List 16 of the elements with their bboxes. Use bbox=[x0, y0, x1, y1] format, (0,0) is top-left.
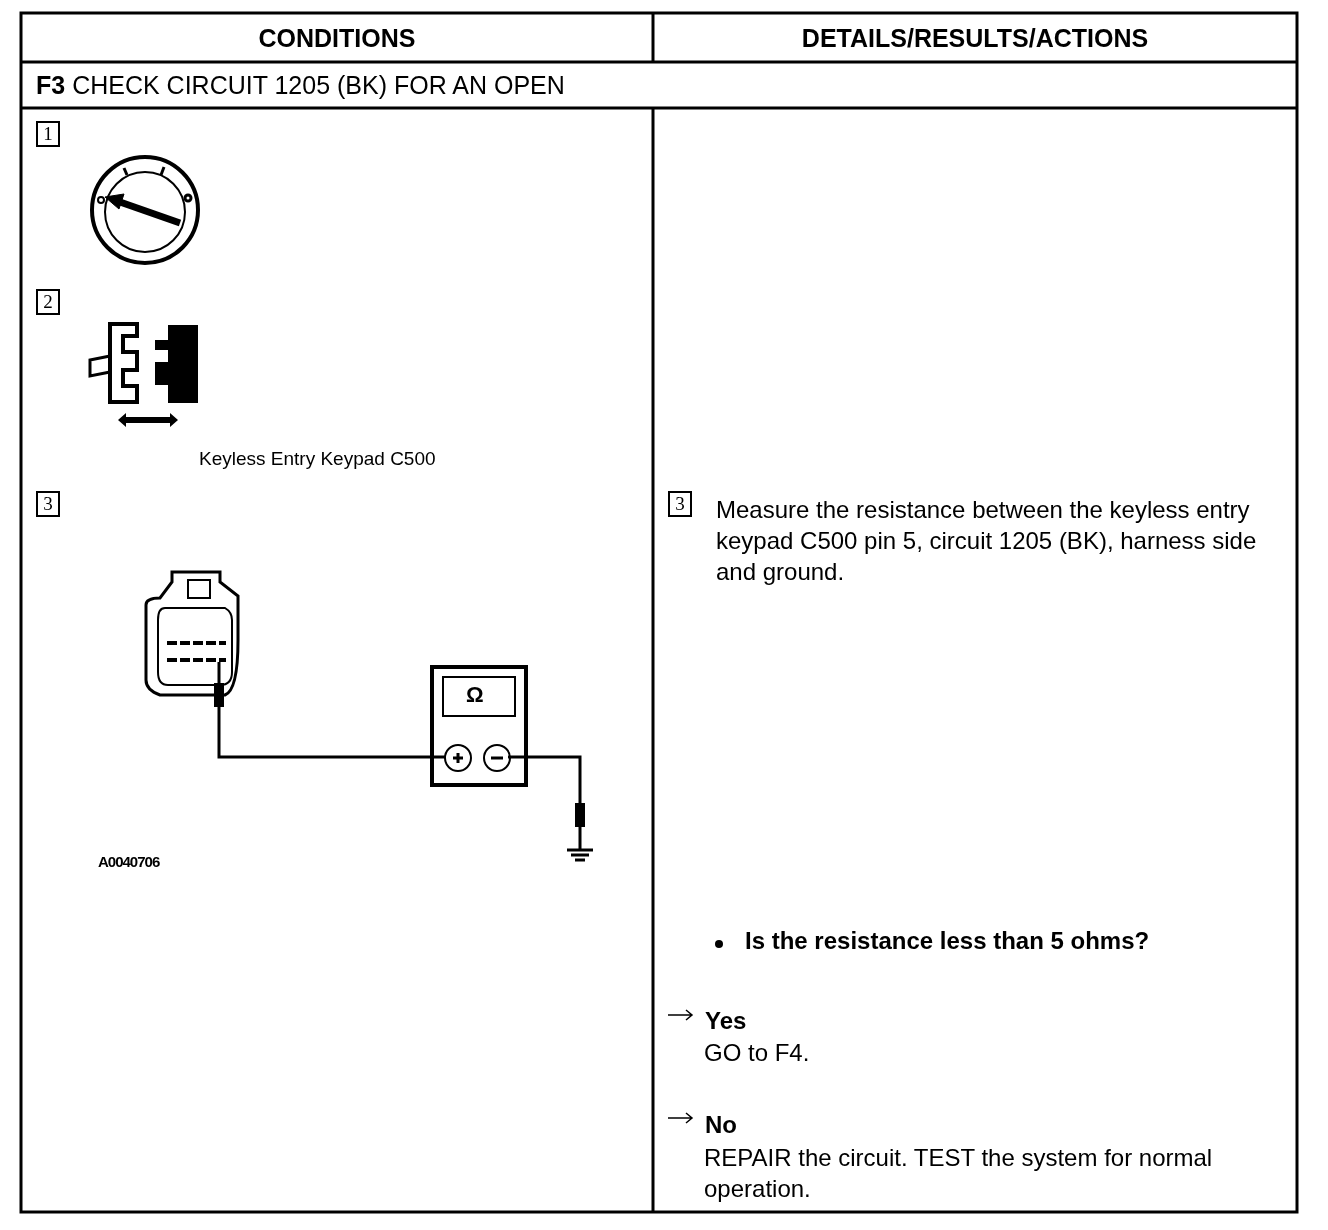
connector-caption: Keyless Entry Keypad C500 bbox=[199, 448, 436, 471]
step-number: 1 bbox=[36, 121, 60, 147]
column-header: DETAILS/RESULTS/ACTIONS bbox=[800, 23, 1150, 53]
action-text: GO to F4. bbox=[704, 1039, 810, 1068]
question-text: Is the resistance less than 5 ohms? bbox=[745, 927, 1150, 956]
answer-label: No bbox=[705, 1111, 737, 1140]
instruction-text: Measure the resistance between the keyless entry keypad C500 pin 5, circuit 1205 (BK), harness side and ground. bbox=[716, 495, 1258, 587]
step-number: 2 bbox=[36, 289, 60, 315]
ohm-symbol: Ω bbox=[466, 682, 484, 709]
step-number: 3 bbox=[36, 491, 60, 517]
answer-label: Yes bbox=[705, 1007, 747, 1036]
figure-code: A0040706 bbox=[98, 853, 160, 871]
step-number: 3 bbox=[668, 491, 692, 517]
action-text: REPAIR the circuit. TEST the system for normal operation. bbox=[704, 1143, 1214, 1204]
section-title: F3 CHECK CIRCUIT 1205 (BK) FOR AN OPEN bbox=[36, 70, 565, 100]
column-header: CONDITIONS bbox=[257, 23, 417, 53]
